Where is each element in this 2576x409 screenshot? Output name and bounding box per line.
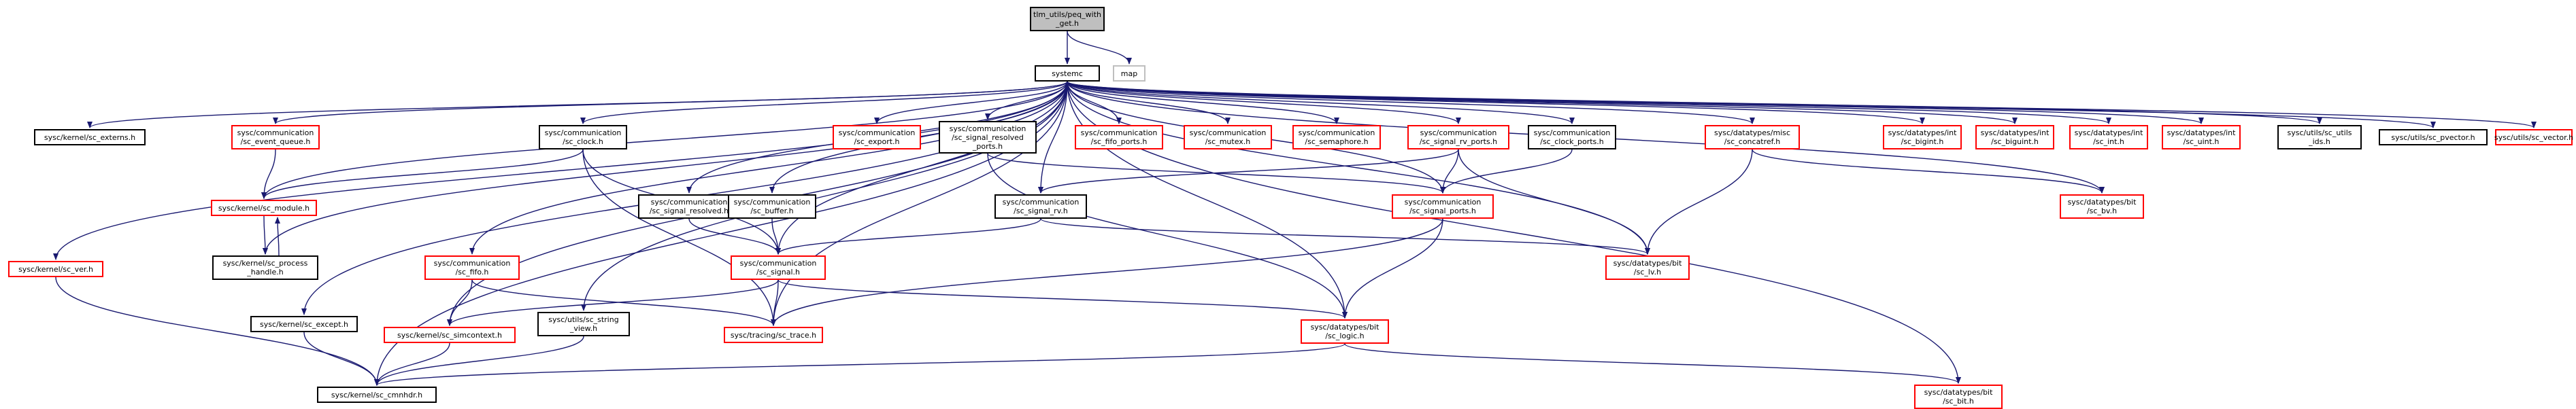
edge-systemc-to-sc-externs (87, 81, 1068, 128)
edge-systemc-to-sc-module (261, 81, 1068, 199)
edge-sc-clock-to-sc-module (261, 149, 584, 199)
edge-sc-signal-to-sc-trace (771, 279, 779, 326)
edge-sc-signal-to-sc-logic (777, 279, 1348, 319)
node-sc-export: sysc/communication /sc_export.h (833, 125, 921, 149)
node-sc-mutex: sysc/communication /sc_mutex.h (1184, 125, 1272, 149)
edge-sc-logic-to-sc-cmnhdr (374, 343, 1345, 386)
node-sc-semaphore: sysc/communication /sc_semaphore.h (1292, 125, 1381, 149)
node-systemc: systemc (1035, 65, 1100, 82)
edge-systemc-to-sc-biguint (1067, 81, 2018, 124)
node-sc-lv: sysc/datatypes/bit /sc_lv.h (1605, 255, 1690, 280)
edge-sc-simcontext-to-sc-cmnhdr (374, 342, 450, 386)
edge-sc-signal-resolved-ports-to-sc-logic (987, 153, 1348, 319)
node-sc-clock-ports: sysc/communication /sc_clock_ports.h (1528, 125, 1616, 149)
node-sc-ids: sysc/utils/sc_utils _ids.h (2277, 125, 2362, 149)
edge-systemc-to-sc-bigint (1067, 81, 1925, 124)
edge-sc-process-handle-to-sc-module (275, 217, 281, 256)
node-sc-module: sysc/kernel/sc_module.h (211, 200, 317, 216)
node-sc-fifo: sysc/communication /sc_fifo.h (424, 255, 520, 280)
edge-sc-ver-to-sc-cmnhdr (55, 277, 380, 386)
node-sc-signal: sysc/communication /sc_signal.h (731, 255, 826, 280)
edge-root-to-map (1067, 31, 1132, 65)
edge-sc-signal-rv-to-sc-lv (1040, 218, 1650, 255)
node-root: tlm_utils/peq_with _get.h (1030, 7, 1105, 31)
edge-layer (53, 31, 2537, 386)
node-sc-process-handle: sysc/kernel/sc_process _handle.h (212, 255, 318, 280)
edge-sc-except-to-sc-cmnhdr (303, 332, 380, 386)
edge-systemc-to-sc-string-view (581, 81, 1068, 311)
edge-sc-signal-ports-to-sc-trace (771, 218, 1443, 326)
node-sc-int: sysc/datatypes/int /sc_int.h (2069, 125, 2148, 149)
edge-sc-event-queue-to-sc-module (261, 149, 276, 199)
node-sc-buffer: sysc/communication /sc_buffer.h (728, 194, 816, 219)
node-sc-string-view: sysc/utils/sc_string _view.h (537, 312, 630, 336)
node-map: map (1113, 65, 1145, 82)
node-sc-ver: sysc/kernel/sc_ver.h (8, 261, 103, 277)
edge-sc-signal-to-sc-simcontext (447, 279, 779, 326)
node-sc-signal-rv: sysc/communication /sc_signal_rv.h (994, 194, 1087, 219)
edge-systemc-to-sc-export (874, 81, 1068, 124)
edge-systemc-to-sc-signal-rv-ports (1067, 81, 1461, 124)
node-sc-clock: sysc/communication /sc_clock.h (539, 125, 627, 149)
node-sc-simcontext: sysc/kernel/sc_simcontext.h (384, 327, 516, 343)
node-sc-uint: sysc/datatypes/int /sc_uint.h (2162, 125, 2241, 149)
edge-sc-logic-to-sc-bit (1344, 343, 1961, 384)
node-sc-bigint: sysc/datatypes/int /sc_bigint.h (1883, 125, 1962, 149)
node-sc-pvector: sysc/utils/sc_pvector.h (2379, 129, 2488, 145)
edge-sc-clock-ports-to-sc-signal-ports (1440, 149, 1573, 194)
edge-sc-signal-rv-to-sc-signal (775, 218, 1041, 255)
node-sc-vector: sysc/utils/sc_vector.h (2494, 129, 2573, 145)
node-sc-signal-resolved-ports: sysc/communication /sc_signal_resolved _… (939, 121, 1037, 154)
edge-sc-signal-ports-to-sc-logic (1342, 218, 1443, 319)
node-sc-signal-rv-ports: sysc/communication /sc_signal_rv_ports.h (1407, 125, 1509, 149)
node-sc-bit: sysc/datatypes/bit /sc_bit.h (1914, 385, 2003, 409)
edge-systemc-to-sc-vector (1067, 81, 2537, 128)
edge-systemc-to-sc-signal-rv (1038, 81, 1068, 194)
edge-systemc-to-sc-ver (53, 81, 1068, 260)
edge-systemc-to-sc-pvector (1067, 81, 2436, 128)
edge-systemc-to-sc-clock-ports (1067, 81, 1575, 124)
edge-systemc-to-sc-clock (580, 81, 1068, 124)
node-sc-externs: sysc/kernel/sc_externs.h (34, 129, 146, 145)
edge-systemc-to-sc-event-queue (273, 81, 1068, 124)
edge-sc-signal-rv-ports-to-sc-signal-rv (1038, 149, 1459, 194)
node-sc-signal-resolved: sysc/communication /sc_signal_resolved.h (638, 194, 740, 219)
edge-systemc-to-sc-process-handle (263, 81, 1068, 255)
edge-systemc-to-sc-mutex (1067, 81, 1231, 124)
node-sc-biguint: sysc/datatypes/int /sc_biguint.h (1975, 125, 2054, 149)
node-sc-logic: sysc/datatypes/bit /sc_logic.h (1301, 319, 1389, 344)
node-sc-bv: sysc/datatypes/bit /sc_bv.h (2060, 194, 2144, 219)
edge-sc-module-to-sc-process-handle (262, 215, 268, 255)
node-sc-event-queue: sysc/communication /sc_event_queue.h (231, 125, 320, 149)
node-sc-cmnhdr: sysc/kernel/sc_cmnhdr.h (317, 387, 437, 403)
edge-sc-signal-rv-ports-to-sc-lv (1458, 149, 1650, 255)
node-sc-concatref: sysc/datatypes/misc /sc_concatref.h (1705, 125, 1800, 149)
edge-systemc-to-sc-concatref (1067, 81, 1755, 124)
edge-sc-clock-to-sc-trace (582, 149, 776, 326)
edge-sc-concatref-to-sc-bv (1752, 149, 2105, 194)
edge-sc-string-view-to-sc-cmnhdr (374, 336, 584, 386)
node-sc-except: sysc/kernel/sc_except.h (250, 316, 358, 332)
edge-systemc-to-sc-fifo (469, 81, 1068, 255)
node-sc-fifo-ports: sysc/communication /sc_fifo_ports.h (1075, 125, 1163, 149)
node-sc-signal-ports: sysc/communication /sc_signal_ports.h (1392, 194, 1494, 219)
edge-systemc-to-sc-logic (1067, 81, 1348, 319)
edge-sc-signal-resolved-to-sc-signal (688, 218, 781, 255)
edge-systemc-to-sc-int (1067, 81, 2111, 124)
edge-systemc-to-sc-semaphore (1067, 81, 1339, 124)
node-sc-trace: sysc/tracing/sc_trace.h (724, 327, 823, 343)
edge-sc-concatref-to-sc-lv (1645, 149, 1753, 255)
edge-sc-fifo-to-sc-trace (471, 279, 776, 326)
edge-sc-fifo-to-sc-simcontext (447, 279, 473, 326)
